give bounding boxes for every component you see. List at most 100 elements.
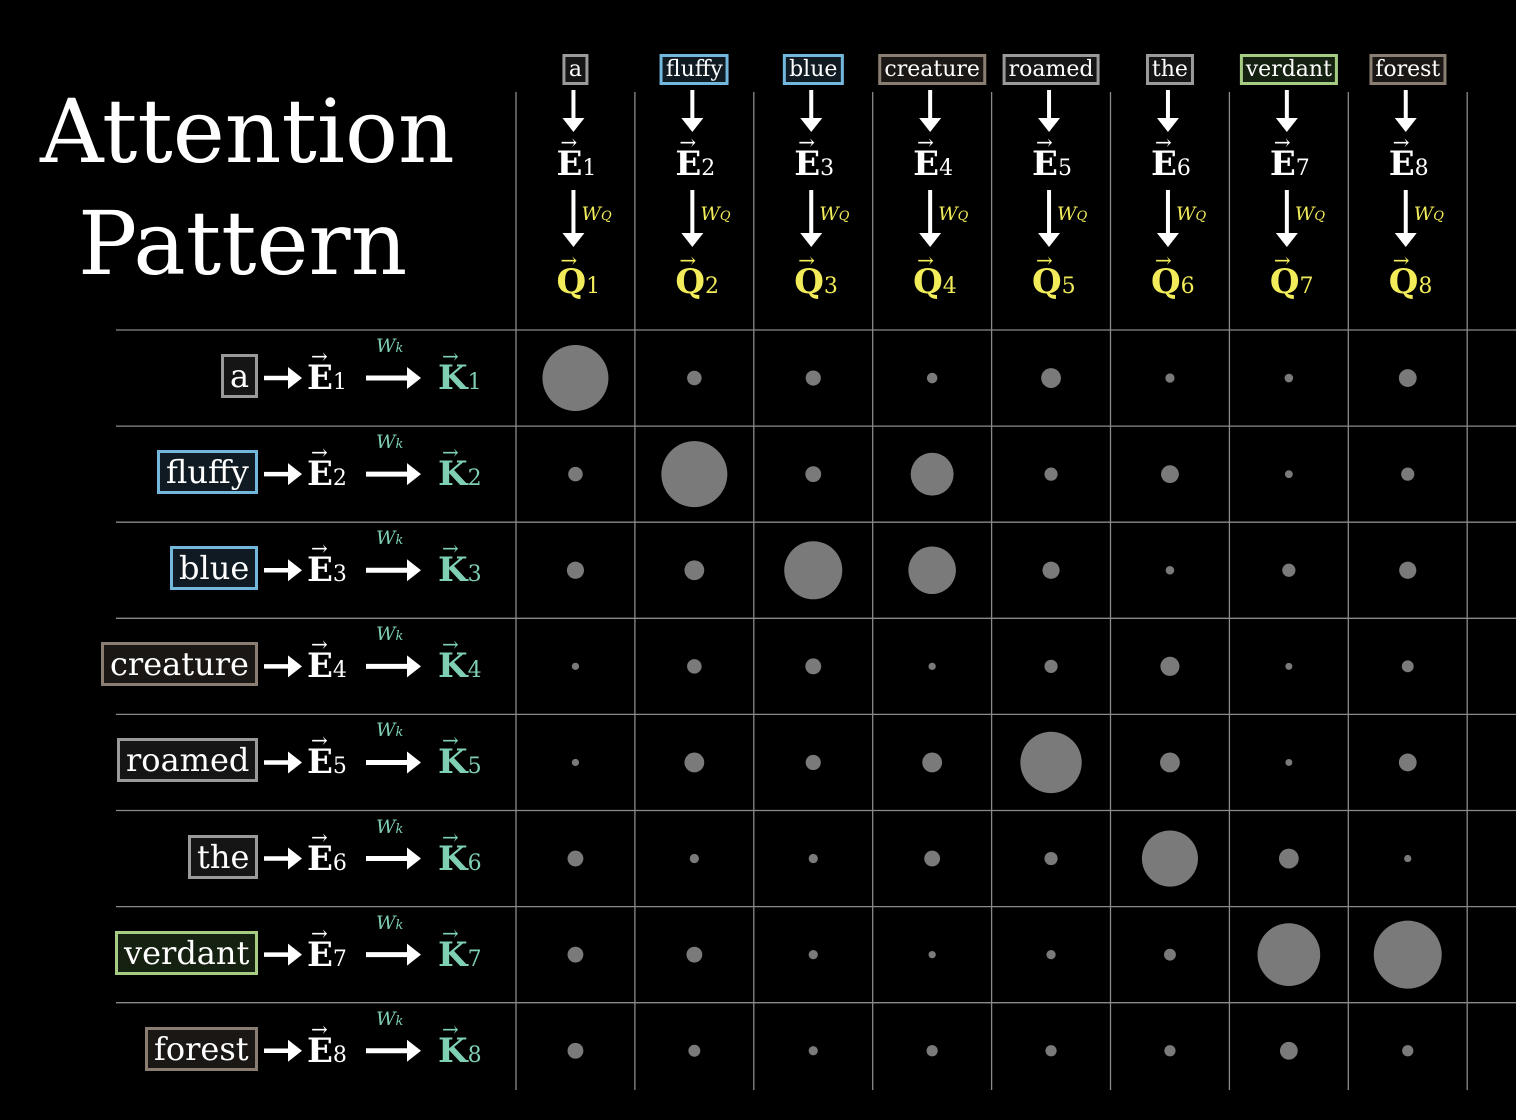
- query-vector-Q2: →Q2: [675, 248, 719, 302]
- vector-arrow-icon: →: [560, 248, 578, 272]
- vector-arrow-icon: →: [311, 632, 328, 657]
- vector-index: 5: [467, 754, 482, 780]
- column-embedding-E1: →E1: [556, 130, 596, 184]
- vector-index: 4: [467, 658, 482, 684]
- attention-dot-r4-c6: [1160, 656, 1180, 676]
- attention-dot-r7-c4: [928, 951, 936, 959]
- attention-dot-r6-c4: [924, 850, 941, 867]
- vector-symbol: E: [556, 144, 583, 184]
- vector-symbol: Q: [675, 262, 705, 302]
- attention-dot-r3-c3: [784, 541, 843, 600]
- token-to-embedding-arrow: [1156, 90, 1179, 132]
- attention-dot-r2-c4: [910, 452, 954, 496]
- wq-label: WQ: [1175, 203, 1207, 225]
- vector-symbol: Q: [1269, 262, 1300, 302]
- vector-arrow-icon: →: [1273, 130, 1291, 154]
- vector-symbol: K: [438, 838, 468, 879]
- vector-index: 8: [1418, 274, 1433, 299]
- vector-symbol: K: [438, 742, 468, 783]
- attention-dot-r3-c8: [1399, 561, 1417, 579]
- attention-dot-r7-c2: [686, 946, 703, 963]
- row-token-the: the: [188, 834, 259, 879]
- attention-dot-r3-c7: [1282, 563, 1296, 577]
- attention-dot-r2-c2: [661, 441, 728, 508]
- attention-dot-r7-c1: [567, 946, 584, 963]
- vector-symbol: E: [1388, 144, 1415, 184]
- vector-symbol: Q: [794, 262, 824, 302]
- vector-symbol: E: [1150, 144, 1177, 184]
- query-projection-arrow: [562, 190, 585, 247]
- key-projection-arrow: [366, 943, 421, 966]
- vector-arrow-icon: →: [311, 824, 328, 849]
- title-line-1: Attention: [40, 80, 455, 183]
- vector-arrow-icon: →: [311, 1016, 328, 1041]
- token-to-embedding-arrow: [800, 90, 823, 132]
- query-vector-Q6: →Q6: [1150, 248, 1195, 302]
- vector-symbol: K: [438, 550, 468, 591]
- vector-arrow-icon: →: [560, 130, 578, 154]
- attention-dot-r6-c7: [1278, 848, 1299, 869]
- attention-dot-r8-c1: [567, 1042, 584, 1059]
- vector-index: 2: [467, 466, 482, 492]
- vector-arrow-icon: →: [1392, 130, 1410, 154]
- attention-dot-r4-c1: [571, 662, 580, 670]
- vector-symbol: Q: [556, 262, 587, 302]
- vector-arrow-icon: →: [917, 130, 934, 154]
- attention-dot-r8-c8: [1402, 1045, 1414, 1057]
- attention-dot-r1-c5: [1041, 368, 1061, 388]
- vector-index: 3: [332, 562, 347, 588]
- token-to-embedding-arrow: [562, 90, 585, 132]
- wq-label: WQ: [1413, 203, 1444, 225]
- vector-symbol: Q: [1388, 262, 1419, 302]
- vector-symbol: E: [307, 646, 333, 687]
- attention-dot-r5-c2: [684, 752, 705, 773]
- vector-arrow-icon: →: [442, 824, 459, 849]
- attention-dot-r6-c5: [1044, 851, 1058, 866]
- column-token-fluffy: fluffy: [659, 54, 729, 85]
- wq-label: WQ: [1294, 203, 1326, 225]
- vector-symbol: K: [438, 1030, 468, 1071]
- query-vector-Q3: →Q3: [794, 248, 838, 302]
- query-vector-Q5: →Q5: [1032, 248, 1076, 302]
- vector-index: 3: [823, 274, 838, 299]
- query-projection-arrow: [1275, 190, 1298, 247]
- column-token-the: the: [1145, 54, 1194, 85]
- vector-symbol: E: [675, 144, 702, 184]
- attention-dot-r1-c6: [1165, 373, 1175, 383]
- column-token-verdant: verdant: [1239, 54, 1338, 85]
- token-to-embedding-arrow: [264, 751, 302, 774]
- row-embedding-E3: →E3: [307, 536, 347, 590]
- attention-dot-r1-c7: [1284, 373, 1294, 383]
- vector-index: 2: [332, 466, 347, 492]
- query-projection-arrow: [1394, 190, 1417, 247]
- vector-arrow-icon: →: [442, 920, 459, 945]
- vector-arrow-icon: →: [442, 632, 459, 657]
- attention-dot-r8-c3: [808, 1046, 818, 1056]
- attention-dot-r2-c3: [805, 466, 822, 483]
- attention-dot-r2-c8: [1401, 467, 1415, 481]
- wk-label: Wk: [376, 623, 404, 646]
- row-embedding-E7: →E7: [307, 921, 347, 975]
- vector-index: 3: [820, 156, 835, 181]
- row-embedding-E6: →E6: [307, 825, 347, 879]
- vector-index: 6: [467, 850, 482, 876]
- attention-dot-r5-c7: [1285, 758, 1293, 766]
- attention-dot-r1-c2: [687, 370, 702, 386]
- attention-dot-r2-c6: [1161, 465, 1179, 484]
- column-embedding-E3: →E3: [794, 130, 835, 184]
- attention-dot-r8-c7: [1279, 1041, 1298, 1060]
- column-embedding-E4: →E4: [913, 130, 953, 184]
- vector-arrow-icon: →: [917, 248, 934, 272]
- column-token-roamed: roamed: [1002, 54, 1100, 85]
- vector-symbol: E: [1032, 144, 1058, 184]
- wq-label: WQ: [938, 203, 969, 225]
- vector-index: 1: [586, 274, 601, 299]
- attention-dot-r1-c3: [805, 370, 821, 386]
- column-token-forest: forest: [1369, 54, 1447, 85]
- vector-symbol: Q: [1150, 262, 1181, 302]
- attention-dot-r7-c6: [1164, 948, 1176, 961]
- token-to-embedding-arrow: [264, 463, 302, 486]
- key-vector-K5: →K5: [438, 728, 482, 783]
- attention-dot-r7-c8: [1373, 920, 1442, 989]
